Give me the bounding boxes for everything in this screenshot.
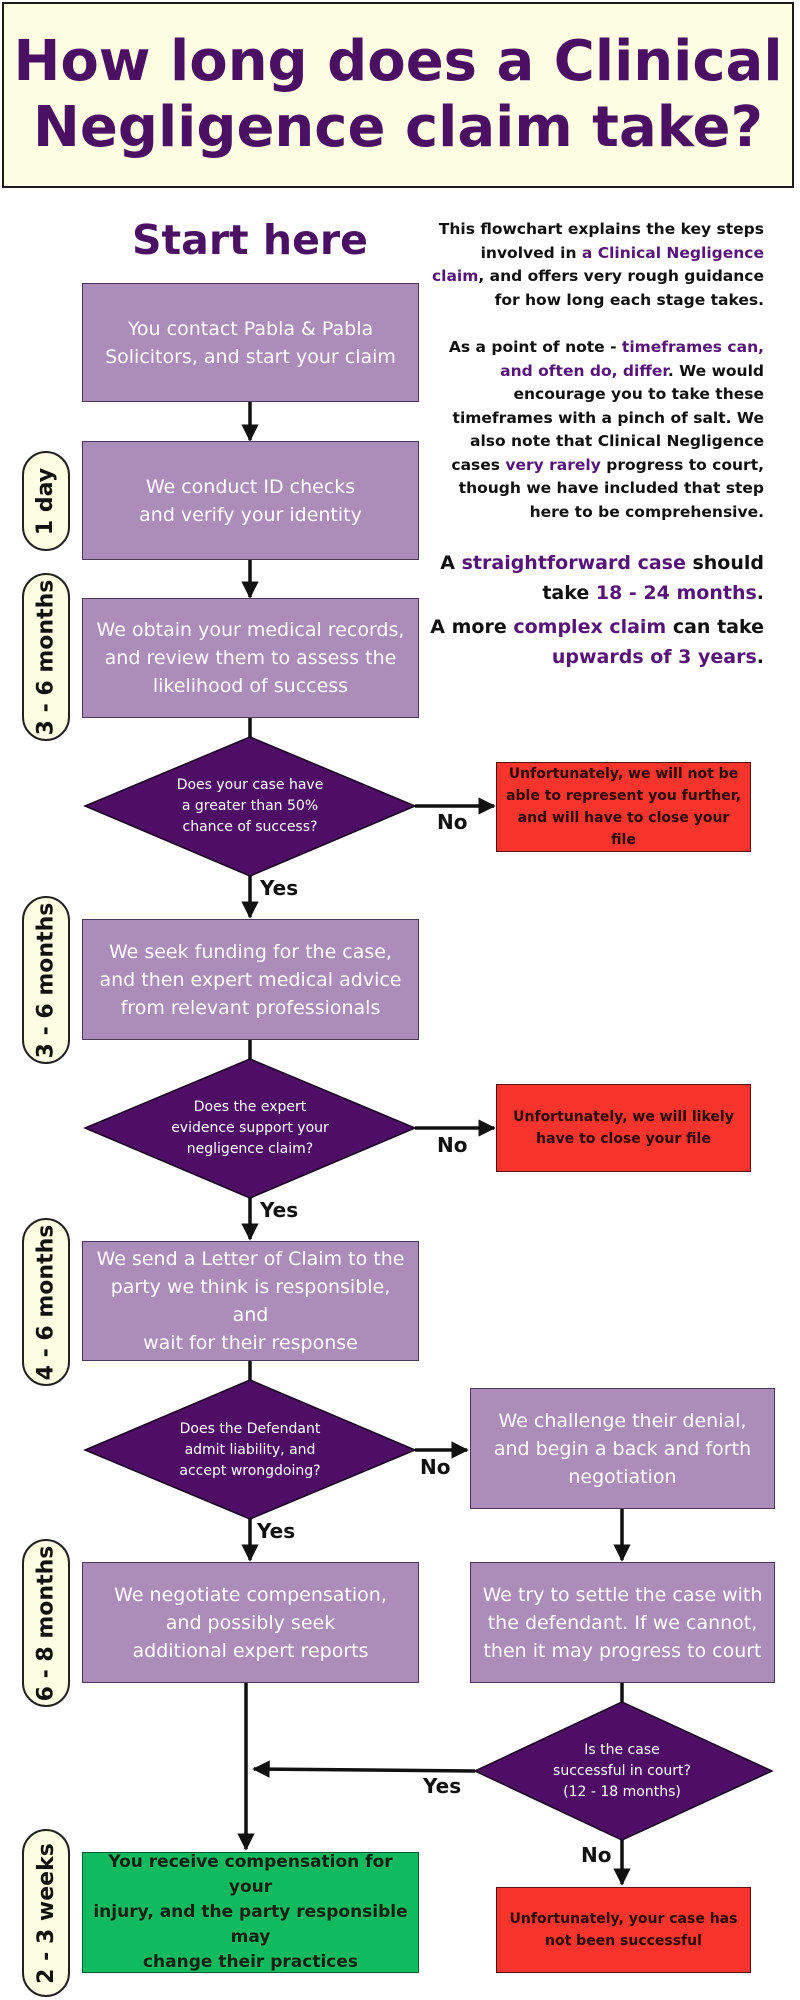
- title-line-2: Negligence claim take?: [33, 95, 763, 160]
- label-no-success: No: [437, 810, 468, 834]
- label-yes-admit: Yes: [257, 1519, 296, 1543]
- duration-pill-funding: 3 - 6 months: [22, 896, 70, 1064]
- step-medical-records: We obtain your medical records,and revie…: [82, 598, 419, 718]
- intro-paragraph-1: This flowchart explains the key steps in…: [431, 220, 764, 309]
- duration-pill-compensation: 2 - 3 weeks: [22, 1829, 70, 1997]
- decision-diamond-court: [473, 1701, 774, 1841]
- intro-paragraph-2: As a point of note - timeframes can, and…: [448, 338, 764, 521]
- decision-diamond-admit: [83, 1379, 417, 1520]
- duration-pill-negotiate: 6 - 8 months: [22, 1539, 70, 1707]
- duration-pill-letter: 4 - 6 months: [22, 1218, 70, 1386]
- label-yes-success: Yes: [260, 876, 299, 900]
- label-yes-court: Yes: [423, 1774, 462, 1798]
- intro-complex: A more complex claim can take upwards of…: [430, 616, 764, 668]
- label-no-expert: No: [437, 1133, 468, 1157]
- intro-text: This flowchart explains the key steps in…: [424, 218, 764, 696]
- connector-court-yes: [252, 1760, 476, 1778]
- label-no-court: No: [581, 1843, 612, 1867]
- decision-diamond-success: [83, 736, 417, 877]
- label-no-admit: No: [420, 1455, 451, 1479]
- step-challenge-denial: We challenge their denial,and begin a ba…: [470, 1388, 775, 1509]
- start-label: Start here: [132, 216, 368, 264]
- step-negotiate-compensation: We negotiate compensation,and possibly s…: [82, 1562, 419, 1683]
- step-funding-expert-advice: We seek funding for the case,and then ex…: [82, 919, 419, 1040]
- duration-pill-records: 3 - 6 months: [22, 573, 70, 741]
- duration-pill-id-checks: 1 day: [22, 451, 70, 551]
- title-line-1: How long does a Clinical: [13, 29, 783, 94]
- decision-diamond-expert: [83, 1058, 417, 1199]
- label-yes-expert: Yes: [260, 1198, 299, 1222]
- intro-straightforward: A straightforward case should take 18 - …: [440, 552, 764, 604]
- title-banner: How long does a Clinical Negligence clai…: [2, 2, 794, 188]
